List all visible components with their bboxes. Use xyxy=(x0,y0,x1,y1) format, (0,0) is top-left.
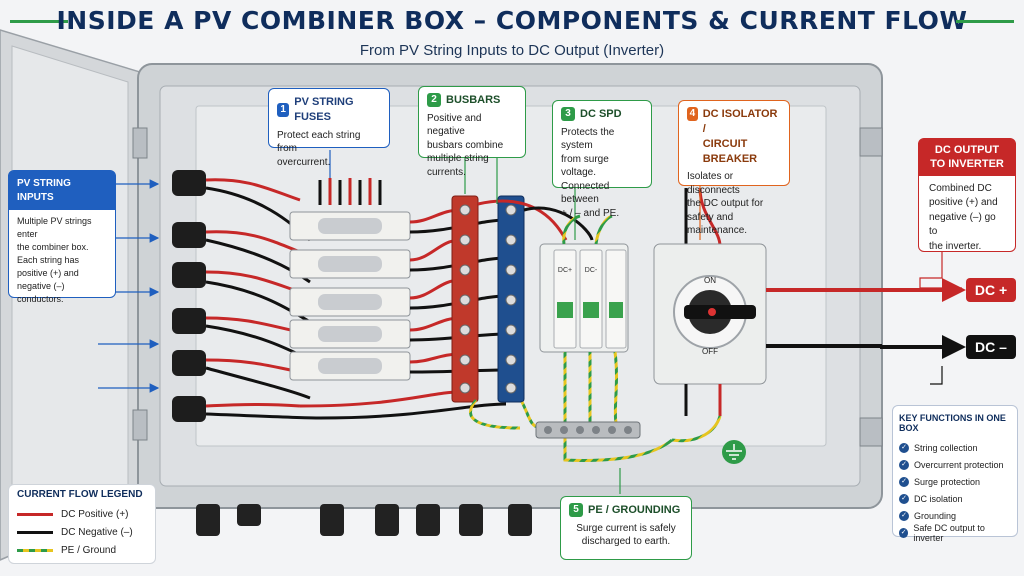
key-function-item: ✓ DC isolation xyxy=(899,490,1011,507)
callout-number: 1 xyxy=(277,102,290,117)
key-functions-panel: KEY FUNCTIONS IN ONE BOX ✓ String collect… xyxy=(892,405,1018,543)
spd-title: DC SPD xyxy=(580,108,622,120)
key-function-label: String collection xyxy=(914,442,978,453)
key-function-label: Overcurrent protection xyxy=(914,459,1004,470)
key-function-label: DC isolation xyxy=(914,493,963,504)
dc-isolator-switch[interactable]: ON OFF xyxy=(653,243,767,385)
isolator-line: the DC output for xyxy=(687,198,764,210)
legend-label: DC Positive (+) xyxy=(61,508,129,520)
ground-symbol-icon xyxy=(722,440,746,464)
callout-number: 2 xyxy=(427,93,441,108)
check-icon: ✓ xyxy=(899,493,909,504)
switch-on-label: ON xyxy=(704,276,716,285)
spd-neg-label: DC- xyxy=(585,267,598,274)
callout-pv-string-fuses: 1 PV STRING FUSES Protect each string fro… xyxy=(268,88,390,168)
callout-leader-lines xyxy=(329,150,962,494)
check-icon: ✓ xyxy=(899,510,909,521)
legend-item: DC Positive (+) xyxy=(17,505,147,523)
callout-number: 5 xyxy=(569,503,583,518)
string-input-glands xyxy=(172,170,206,422)
inputs-line: the combiner box. xyxy=(17,242,89,253)
key-function-label: Safe DC output to inverter xyxy=(913,522,985,543)
page-title: INSIDE A PV COMBINER BOX – COMPONENTS & … xyxy=(56,6,968,35)
check-icon: ✓ xyxy=(899,459,909,470)
callout-dc-output: DC OUTPUT TO INVERTER Combined DC positi… xyxy=(918,138,1016,252)
key-functions-title: KEY FUNCTIONS IN ONE BOX xyxy=(899,413,1006,433)
isolator-title-2: CIRCUIT BREAKER xyxy=(702,137,758,165)
check-icon: ✓ xyxy=(899,476,909,487)
legend-label: DC Negative (–) xyxy=(61,526,133,538)
busbars-line: multiple string currents. xyxy=(427,153,489,178)
busbars-line: Positive and negative xyxy=(427,112,482,138)
callout-number: 3 xyxy=(561,107,575,122)
key-function-item: ✓ Safe DC output to inverter xyxy=(899,522,1011,543)
grounding-line: Surge current is safely xyxy=(576,522,676,534)
output-line: Combined DC xyxy=(929,182,992,194)
inputs-line: positive (+) and xyxy=(17,268,79,279)
callout-dc-spd: 3 DC SPD Protects the system from surge v… xyxy=(552,100,652,219)
key-function-label: Grounding xyxy=(914,510,957,521)
legend-swatch-negative xyxy=(17,530,53,534)
pe-terminal-bar[interactable] xyxy=(535,421,641,439)
output-line: the inverter. xyxy=(929,240,982,252)
check-icon: ✓ xyxy=(899,527,909,538)
spd-line: + / – and PE. xyxy=(561,207,620,219)
output-cables xyxy=(684,278,966,416)
spd-line: Connected between xyxy=(561,180,610,206)
key-function-label: Surge protection xyxy=(914,476,981,487)
pv-string-inputs-title: PV STRING INPUTS xyxy=(9,171,115,210)
check-icon: ✓ xyxy=(899,442,909,453)
callout-busbars: 2 BUSBARS Positive and negative busbars c… xyxy=(418,86,526,178)
callout-number: 4 xyxy=(687,107,698,121)
busbars-title: BUSBARS xyxy=(446,94,501,106)
key-function-item: ✓ Overcurrent protection xyxy=(899,456,1011,473)
callout-pv-string-inputs: PV STRING INPUTS Multiple PV strings ent… xyxy=(8,170,116,304)
spd-line: from surge voltage. xyxy=(561,153,609,179)
negative-busbar[interactable] xyxy=(497,195,525,403)
switch-off-label: OFF xyxy=(702,347,718,356)
output-line: positive (+) and xyxy=(929,197,998,209)
inputs-line: Each string has xyxy=(17,255,80,266)
spd-pos-label: DC+ xyxy=(558,267,572,274)
fuses-line: Protect each string from xyxy=(277,129,361,155)
fuses-line: overcurrent. xyxy=(277,156,331,168)
positive-busbar[interactable] xyxy=(451,195,479,403)
output-line: negative (–) go to xyxy=(929,211,996,238)
spd-line: Protects the system xyxy=(561,126,615,152)
callout-dc-isolator: 4 DC ISOLATOR /CIRCUIT BREAKER Isolates o… xyxy=(678,100,790,236)
legend-swatch-positive xyxy=(17,512,53,516)
page-subtitle: From PV String Inputs to DC Output (Inve… xyxy=(359,42,665,59)
title-line-right xyxy=(956,20,1014,23)
legend-swatch-ground xyxy=(17,548,53,552)
busbars-line: busbars combine xyxy=(427,139,504,151)
grounding-line: discharged to earth. xyxy=(581,536,671,548)
dc-negative-output-badge: DC – xyxy=(966,335,1016,359)
isolator-title-1: DC ISOLATOR / xyxy=(702,108,778,135)
input-pointer-arrows xyxy=(98,179,160,393)
legend-item: PE / Ground xyxy=(17,541,147,559)
inputs-line: Multiple PV strings xyxy=(17,216,92,226)
isolator-line: Isolates or disconnects xyxy=(687,171,740,196)
cable-glands xyxy=(196,504,532,536)
key-function-item: ✓ Grounding xyxy=(899,507,1011,524)
dc-spd[interactable]: DC+ DC- xyxy=(539,243,629,353)
title-line-left xyxy=(10,20,68,23)
key-function-item: ✓ Surge protection xyxy=(899,473,1011,490)
dc-positive-output-badge: DC + xyxy=(966,278,1016,302)
current-flow-legend: CURRENT FLOW LEGEND DC Positive (+) DC N… xyxy=(8,484,156,564)
legend-item: DC Negative (–) xyxy=(17,523,147,541)
fuse-holders[interactable] xyxy=(289,211,411,381)
legend-label: PE / Ground xyxy=(61,544,117,556)
fuses-title: PV STRING FUSES xyxy=(294,96,354,123)
door-hinges xyxy=(132,127,883,447)
output-title-2: TO INVERTER xyxy=(930,158,1004,171)
grounding-title: PE / GROUNDING xyxy=(588,504,681,516)
isolator-line: safety and maintenance. xyxy=(687,211,748,237)
output-title-1: DC OUTPUT xyxy=(934,144,1000,156)
inputs-line: negative (–) conductors. xyxy=(17,281,65,305)
inputs-line: enter xyxy=(17,229,38,240)
key-function-item: ✓ String collection xyxy=(899,439,1011,456)
legend-title: CURRENT FLOW LEGEND xyxy=(17,489,143,500)
